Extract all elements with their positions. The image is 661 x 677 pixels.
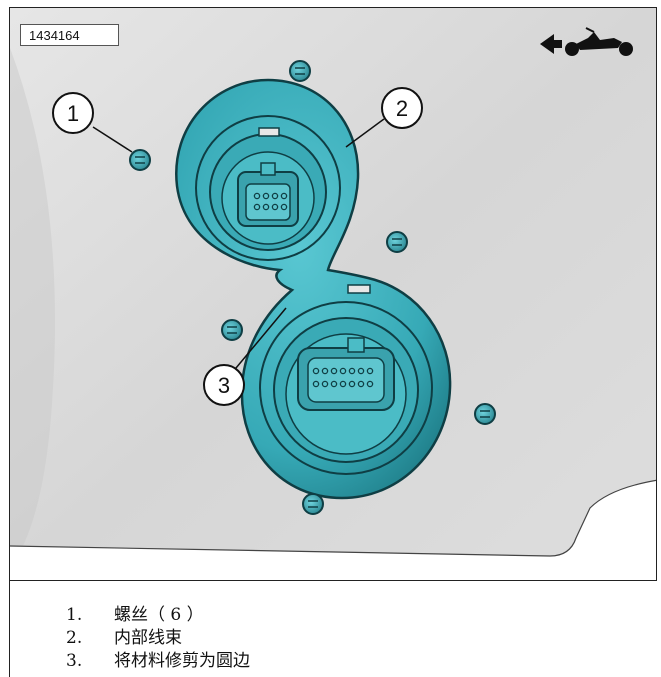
connector-pins — [253, 192, 374, 388]
screw — [129, 149, 151, 171]
panel-shadow — [10, 48, 55, 568]
callout-leaders — [92, 118, 385, 369]
harness-connector-plate — [175, 78, 452, 500]
legend-item: 3. 将材料修剪为圆边 — [66, 650, 250, 673]
figure-id-label: 1434164 — [20, 24, 119, 46]
screw — [474, 403, 496, 425]
legend-number: 1. — [66, 605, 83, 625]
legend-margin-rule — [9, 580, 10, 677]
callout-2: 2 — [381, 87, 423, 129]
svg-text:3: 3 — [218, 373, 230, 398]
screw — [221, 319, 243, 341]
arrow-left-motorcycle-icon — [540, 27, 633, 56]
panel-edge-line — [10, 479, 656, 557]
legend-text: 螺丝（ 6 ） — [114, 605, 204, 625]
screw — [289, 60, 311, 82]
legend-list: 1. 螺丝（ 6 ） 2. 内部线束 3. 将材料修剪为圆边 — [66, 604, 250, 673]
legend-item: 2. 内部线束 — [66, 627, 250, 650]
legend-number: 2. — [66, 628, 83, 648]
legend-text: 内部线束 — [114, 628, 182, 648]
callout-3: 3 — [203, 364, 245, 406]
diagram-canvas: 1 2 3 — [10, 8, 656, 580]
svg-text:2: 2 — [396, 96, 408, 121]
screw — [386, 231, 408, 253]
svg-text:1: 1 — [67, 101, 79, 126]
screw — [302, 493, 324, 515]
legend-number: 3. — [66, 651, 83, 671]
callout-1: 1 — [52, 92, 94, 134]
legend-item: 1. 螺丝（ 6 ） — [66, 604, 250, 627]
legend-text: 将材料修剪为圆边 — [114, 651, 250, 671]
connector-diagram: 1 2 3 1434164 — [9, 7, 657, 581]
